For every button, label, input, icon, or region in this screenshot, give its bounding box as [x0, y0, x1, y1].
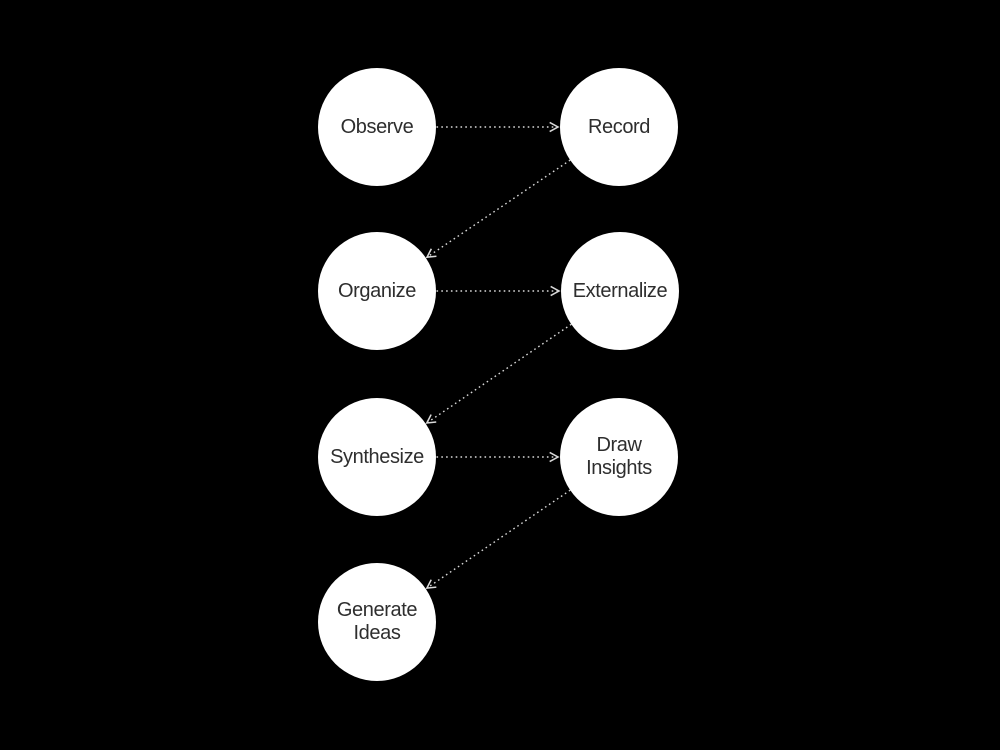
node-synthesize: Synthesize: [318, 398, 436, 516]
node-record-label: Record: [587, 115, 651, 138]
node-organize: Organize: [318, 232, 436, 350]
edge-record-organize: [425, 159, 571, 259]
edge-externalize-synthesize: [425, 323, 572, 424]
node-generate-ideas-label: Generate Ideas: [336, 599, 418, 644]
node-observe-label: Observe: [340, 115, 414, 138]
node-draw-insights: Draw Insights: [560, 398, 678, 516]
node-organize-label: Organize: [338, 279, 416, 302]
node-draw-insights-label: Draw Insights: [586, 434, 652, 479]
edge-draw-insights-generate-ideas: [425, 489, 571, 590]
node-record: Record: [560, 68, 678, 186]
node-generate-ideas: Generate Ideas: [318, 563, 436, 681]
node-externalize-label: Externalize: [572, 279, 668, 302]
node-externalize: Externalize: [561, 232, 679, 350]
node-observe: Observe: [318, 68, 436, 186]
node-synthesize-label: Synthesize: [330, 445, 424, 468]
